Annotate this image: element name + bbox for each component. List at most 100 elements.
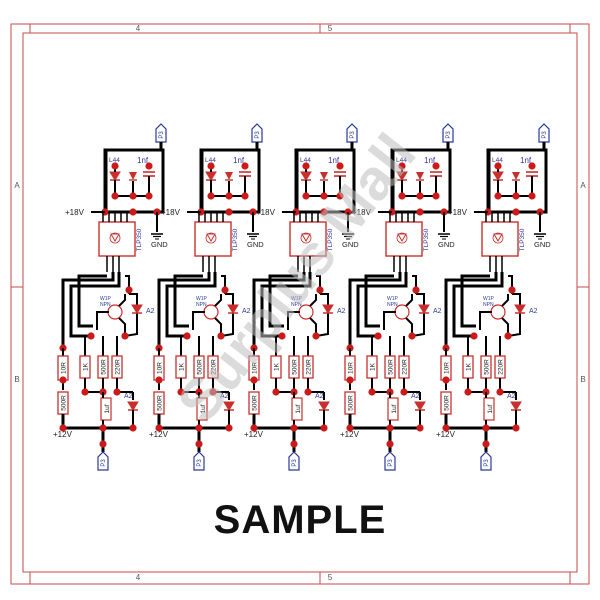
- column-label-top: 4: [136, 24, 141, 33]
- resistor-right-b-label: 220R: [497, 359, 504, 375]
- junction-node: [346, 424, 354, 432]
- port-bottom: [288, 451, 300, 471]
- wire: [225, 293, 234, 298]
- junction-node: [494, 162, 502, 170]
- row-label-left: B: [14, 375, 19, 384]
- junction-node: [207, 162, 215, 170]
- wire: [364, 274, 394, 328]
- row-label-right: A: [580, 181, 586, 190]
- resistor-left-top-label: 10R: [443, 362, 450, 374]
- wire: [118, 294, 126, 307]
- wire: [452, 272, 504, 338]
- junction-node: [320, 208, 328, 216]
- wire: [512, 293, 521, 298]
- junction-node: [250, 376, 258, 384]
- lower-diode: [510, 401, 522, 411]
- junction-node: [346, 376, 354, 384]
- junction-node: [129, 208, 137, 216]
- junction-node: [195, 424, 203, 432]
- opto-coupler: [194, 221, 232, 257]
- ground-label: GND: [342, 240, 359, 249]
- row-label-left: A: [14, 181, 20, 190]
- junction-node: [290, 424, 298, 432]
- upper-diode: [131, 304, 143, 314]
- junction-node: [111, 162, 119, 170]
- wire: [479, 311, 492, 330]
- port-top-label: P3: [350, 131, 356, 139]
- resistor-left-bottom-label: 500R: [347, 395, 354, 411]
- resistor-right-a-label: 500R: [483, 359, 490, 375]
- resistor-right-a-label: 500R: [387, 359, 394, 375]
- wire: [356, 272, 408, 338]
- top-diode: [205, 171, 217, 181]
- junction-node: [398, 192, 406, 200]
- opto-coupler: [98, 221, 136, 257]
- wire: [501, 294, 509, 307]
- opto-ring: [109, 232, 121, 244]
- resistor-right-a-label: 500R: [291, 359, 298, 375]
- bottom-capacitor: [291, 397, 303, 421]
- junction-node: [87, 332, 95, 340]
- bottom-capacitor: [483, 397, 495, 421]
- junction-node: [432, 192, 440, 200]
- wire: [501, 317, 509, 336]
- junction-node: [400, 388, 408, 396]
- resistor-left-top-label: 10R: [251, 362, 258, 374]
- junction-node: [528, 162, 536, 170]
- junction-node: [195, 440, 203, 448]
- wire: [118, 317, 126, 336]
- wire: [507, 298, 521, 337]
- junction-node: [302, 192, 310, 200]
- transistor-polarity-label: NPN: [483, 302, 494, 308]
- junction-node: [494, 192, 502, 200]
- junction-node: [125, 286, 133, 294]
- upper-diode-label: A2: [242, 308, 251, 315]
- port-top: [346, 123, 358, 143]
- ground-label: GND: [534, 240, 551, 249]
- junction-node: [221, 286, 229, 294]
- row-label-right: B: [580, 375, 585, 384]
- bottom-capacitor: [196, 397, 208, 421]
- junction-node: [416, 424, 424, 432]
- wire: [416, 293, 425, 298]
- junction-node: [209, 388, 217, 396]
- lower-diode-label: A2: [124, 393, 133, 400]
- transistor-polarity-label: NPN: [196, 302, 207, 308]
- junction-node: [508, 286, 516, 294]
- port-bottom: [97, 451, 109, 471]
- port-bottom: [480, 451, 492, 471]
- column-label-bottom: 4: [136, 573, 141, 582]
- column-label-bottom: 5: [328, 573, 333, 582]
- top-diode: [109, 171, 121, 181]
- port-top-label: P3: [255, 131, 261, 139]
- port-top-label: P3: [159, 131, 165, 139]
- upper-diode: [418, 304, 430, 314]
- wire: [252, 272, 306, 348]
- lower-diode-label: A2: [315, 393, 324, 400]
- outer-border: [10, 23, 590, 585]
- cap-top-label: 1nf: [424, 156, 436, 165]
- lower-diode: [414, 401, 426, 411]
- junction-node: [225, 192, 233, 200]
- junction-node: [482, 440, 490, 448]
- bottom-cap-label: 1uf: [487, 404, 494, 413]
- top-led: [416, 172, 424, 180]
- transistor-type-label: W1P: [291, 296, 303, 302]
- junction-node: [416, 192, 424, 200]
- junction-node: [155, 376, 163, 384]
- inductor-label: L44: [492, 157, 503, 164]
- junction-node: [217, 332, 225, 340]
- port-bottom-label: P3: [292, 459, 298, 467]
- opto-label: TLP350: [519, 228, 526, 251]
- junction-node: [59, 424, 67, 432]
- upper-diode-label: A2: [337, 308, 346, 315]
- junction-node: [145, 162, 153, 170]
- resistor-right-a-label: 500R: [100, 359, 107, 375]
- bottom-cap-label: 1uf: [295, 404, 302, 413]
- top-diode: [492, 171, 504, 181]
- junction-node: [225, 424, 233, 432]
- junction-node: [496, 388, 504, 396]
- wire: [61, 414, 133, 430]
- lower-diode-label: A2: [220, 393, 229, 400]
